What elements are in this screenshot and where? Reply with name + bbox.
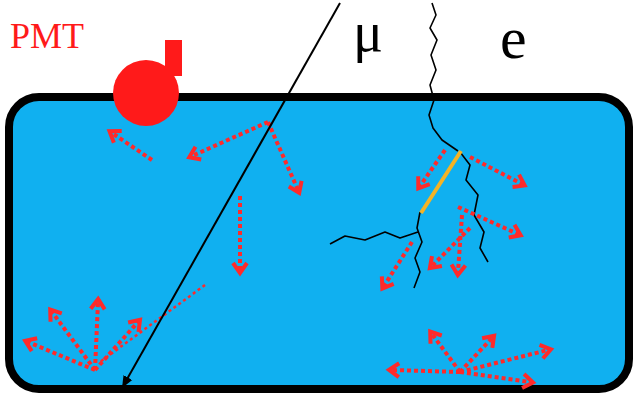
light-ray [95,302,98,370]
light-ray [460,372,530,382]
pmt-label: PMT [10,18,84,54]
light-ray [238,196,242,270]
light-ray [52,312,95,370]
electron-tracks [330,3,488,288]
light-ray [100,285,205,362]
muon-track [122,3,340,388]
particle-label: e [500,8,527,68]
light-ray [95,322,138,370]
photon-segment [421,151,461,213]
electron-track [460,152,488,262]
pmt-bulb [113,60,179,126]
light-rays [28,122,548,382]
light-ray [460,350,548,372]
light-ray [432,334,460,372]
electron-track [414,212,422,288]
light-ray [432,228,470,266]
light-ray [420,150,445,186]
light-ray [384,242,412,286]
light-ray [392,370,460,372]
particle-label: μ [353,4,383,60]
light-ray [470,157,522,184]
light-ray [458,215,462,272]
light-ray [268,122,298,190]
water-tank [9,97,629,389]
electron-track [429,3,458,151]
light-ray [112,133,152,160]
electron-track [330,232,418,244]
